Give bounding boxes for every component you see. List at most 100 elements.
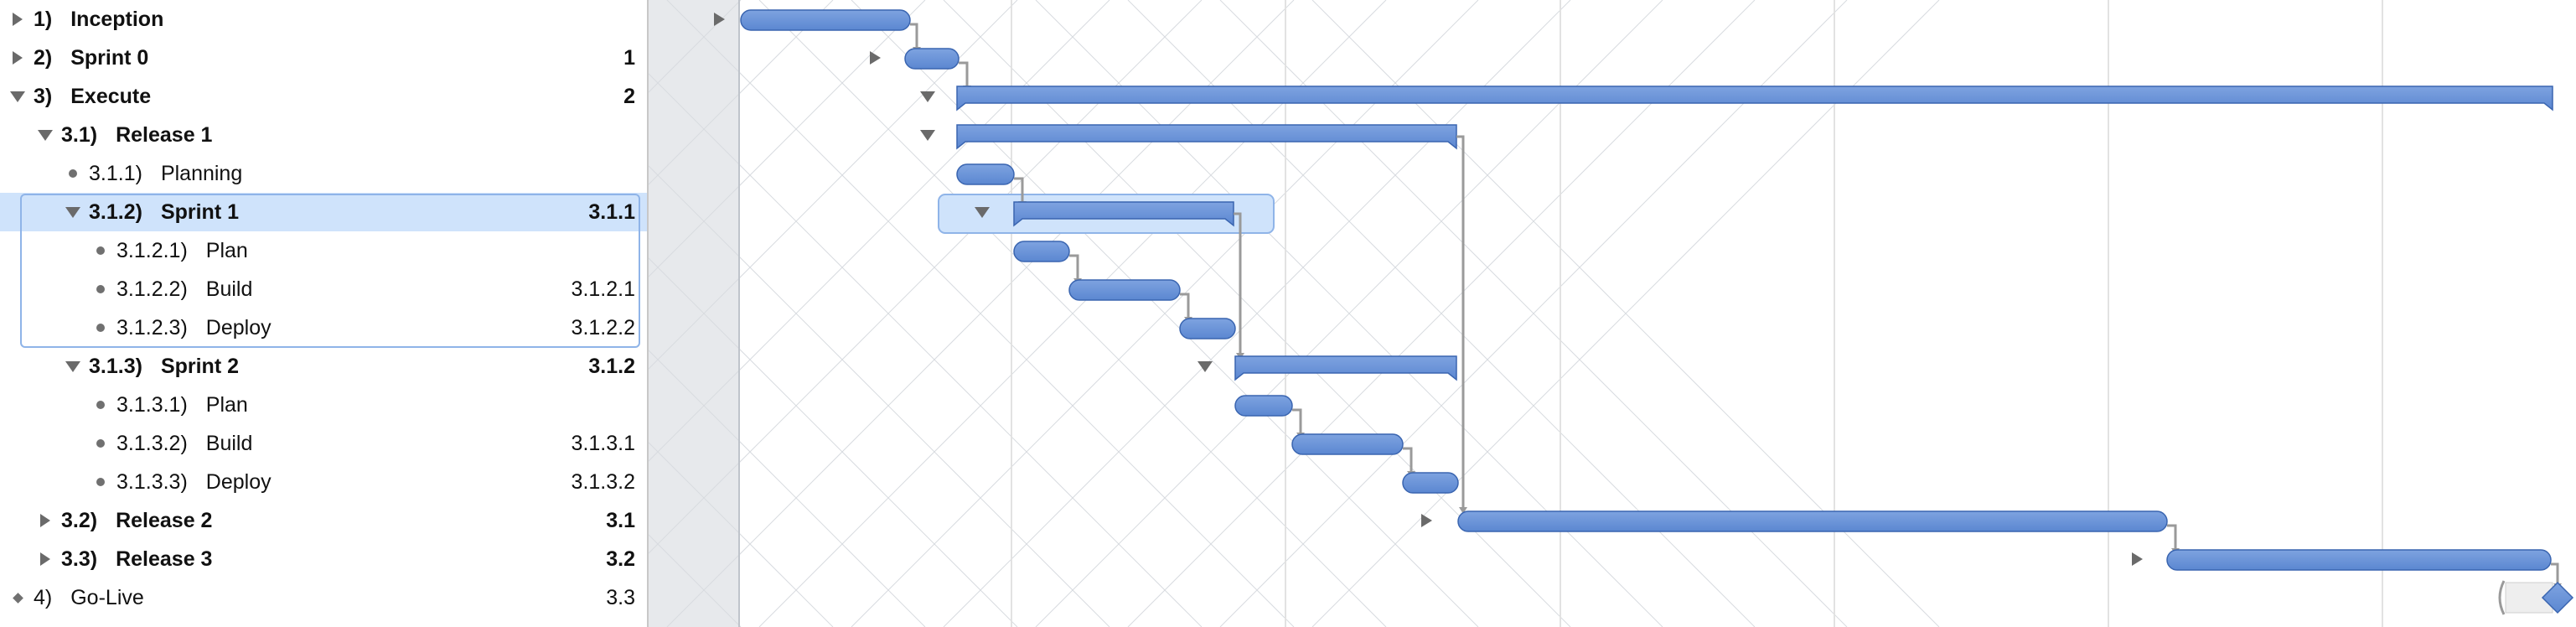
task-name[interactable]: 3.1.2)Sprint 1 (89, 193, 239, 231)
task-predecessor[interactable]: 3.1.3.2 (571, 470, 635, 494)
task-name[interactable]: 2) Sprint 0 (34, 39, 148, 77)
task-title[interactable]: Deploy (205, 470, 272, 494)
task-title[interactable]: Release 2 (116, 509, 213, 532)
summary-bar-execute[interactable] (956, 86, 2553, 111)
task-number: 3.1.3.2) (116, 432, 188, 455)
task-bar-deploy-2[interactable] (1402, 472, 1459, 494)
task-bar-inception[interactable] (740, 9, 911, 31)
outline-row[interactable]: 2) Sprint 0 1 (0, 39, 647, 77)
task-name[interactable]: 3.1.1) Planning (89, 154, 242, 193)
task-predecessor[interactable]: 3.1 (606, 509, 635, 532)
task-predecessor[interactable]: 3.2 (606, 547, 635, 571)
collapse-sprint1-icon[interactable] (975, 207, 990, 218)
task-bar-release3[interactable] (2166, 549, 2552, 571)
task-bar-deploy-1[interactable] (1179, 318, 1236, 339)
disclosure-expanded-icon[interactable] (64, 347, 82, 386)
expand-release2-icon[interactable] (1421, 514, 1432, 527)
task-title[interactable]: Release 1 (116, 123, 213, 147)
task-name[interactable]: 4)Go-Live (34, 578, 144, 617)
task-name[interactable]: 3.1.3.2) Build (116, 424, 252, 463)
outline-row[interactable]: 3.1.3.1)Plan (0, 386, 647, 424)
outline-row[interactable]: 3.1.3.2) Build 3.1.3.1 (0, 424, 647, 463)
task-predecessor[interactable]: 3.3 (606, 586, 635, 609)
outline-row[interactable]: 3.1.2)Sprint 1 3.1.1 (0, 193, 647, 231)
task-title[interactable]: Go-Live (70, 586, 144, 609)
task-title[interactable]: Inception (70, 8, 164, 31)
task-predecessor[interactable]: 2 (623, 85, 635, 108)
task-predecessor[interactable]: 3.1.3.1 (571, 432, 635, 455)
task-predecessor[interactable]: 3.1.2 (588, 355, 635, 378)
outline-row[interactable]: 3.1.1) Planning (0, 154, 647, 193)
disclosure-collapsed-icon[interactable] (8, 39, 27, 77)
outline-row[interactable]: 3)Execute 2 (0, 77, 647, 116)
outline-row[interactable]: 3.1.3)Sprint 2 3.1.2 (0, 347, 647, 386)
disclosure-collapsed-icon[interactable] (36, 540, 54, 578)
outline-row[interactable]: 3.2)Release 2 3.1 (0, 501, 647, 540)
outline-row[interactable]: 3.1.2.3) Deploy 3.1.2.2 (0, 308, 647, 347)
expand-sprint0-icon[interactable] (870, 51, 881, 65)
hatch-line (649, 0, 1018, 370)
outline-row[interactable]: 4)Go-Live 3.3 (0, 578, 647, 617)
task-name[interactable]: 3.1.2.2)Build (116, 270, 252, 308)
disclosure-expanded-icon[interactable] (8, 77, 27, 116)
task-number: 3.1.1) (89, 162, 142, 185)
task-bar-plan-1[interactable] (1013, 241, 1070, 262)
disclosure-expanded-icon[interactable] (36, 116, 54, 154)
collapse-release1-icon[interactable] (920, 130, 935, 141)
task-bar-build-2[interactable] (1291, 433, 1404, 455)
collapse-sprint2-icon[interactable] (1197, 361, 1213, 372)
task-name[interactable]: 3.1)Release 1 (61, 116, 212, 154)
task-number: 3.1.2.3) (116, 316, 188, 339)
outline-row[interactable]: 3.1.3.3)Deploy 3.1.3.2 (0, 463, 647, 501)
task-predecessor[interactable]: 3.1.2.2 (571, 316, 635, 339)
task-title[interactable]: Plan (205, 393, 248, 417)
outline-row[interactable]: 3.1)Release 1 (0, 116, 647, 154)
milestone-golive-icon[interactable] (2541, 581, 2574, 614)
task-name[interactable]: 3.1.2.3) Deploy (116, 308, 272, 347)
summary-bar-sprint2[interactable] (1234, 355, 1457, 381)
task-title[interactable]: Planning (160, 162, 243, 185)
expand-release3-icon[interactable] (2132, 552, 2143, 566)
task-name[interactable]: 3.1.3.1)Plan (116, 386, 248, 424)
gantt-canvas[interactable] (649, 0, 2576, 627)
task-bar-sprint0[interactable] (904, 48, 960, 70)
task-name[interactable]: 3)Execute (34, 77, 151, 116)
outline-row[interactable]: 3.1.2.2)Build 3.1.2.1 (0, 270, 647, 308)
task-bar-build-1[interactable] (1068, 279, 1181, 301)
task-title[interactable]: Sprint 2 (160, 355, 240, 378)
task-name[interactable]: 3.1.3.3)Deploy (116, 463, 272, 501)
disclosure-collapsed-icon[interactable] (8, 0, 27, 39)
dependency-line (2551, 562, 2559, 586)
task-name[interactable]: 1)Inception (34, 0, 163, 39)
task-bar-plan-2[interactable] (1234, 395, 1293, 417)
task-name[interactable]: 3.3)Release 3 (61, 540, 212, 578)
outline-row[interactable]: 1)Inception (0, 0, 647, 39)
task-title[interactable]: Build (205, 277, 253, 301)
disclosure-collapsed-icon[interactable] (36, 501, 54, 540)
collapse-execute-icon[interactable] (920, 91, 935, 102)
task-name[interactable]: 3.1.3)Sprint 2 (89, 347, 239, 386)
task-title[interactable]: Sprint 1 (160, 200, 240, 224)
task-title[interactable]: Execute (70, 85, 152, 108)
disclosure-expanded-icon[interactable] (64, 193, 82, 231)
task-name[interactable]: 3.2)Release 2 (61, 501, 212, 540)
gantt-chart-pane[interactable] (649, 0, 2576, 627)
non-working-column (649, 0, 739, 627)
task-bar-planning[interactable] (956, 163, 1015, 185)
task-title[interactable]: Sprint 0 (70, 46, 149, 70)
task-title[interactable]: Deploy (205, 316, 272, 339)
task-title[interactable]: Plan (205, 239, 248, 262)
task-predecessor[interactable]: 1 (623, 46, 635, 70)
task-title[interactable]: Release 3 (116, 547, 213, 571)
outline-row[interactable]: 3.3)Release 3 3.2 (0, 540, 647, 578)
task-name[interactable]: 3.1.2.1)Plan (116, 231, 248, 270)
task-bar-release2[interactable] (1457, 510, 2168, 532)
task-predecessor[interactable]: 3.1.1 (588, 200, 635, 224)
summary-bar-release1[interactable] (956, 124, 1457, 150)
outline-row[interactable]: 3.1.2.1)Plan (0, 231, 647, 270)
task-title[interactable]: Build (205, 432, 253, 455)
task-predecessor[interactable]: 3.1.2.1 (571, 277, 635, 301)
task-number: 2) (34, 46, 53, 70)
expand-inception-icon[interactable] (714, 13, 725, 26)
summary-bar-sprint1[interactable] (1013, 201, 1234, 227)
